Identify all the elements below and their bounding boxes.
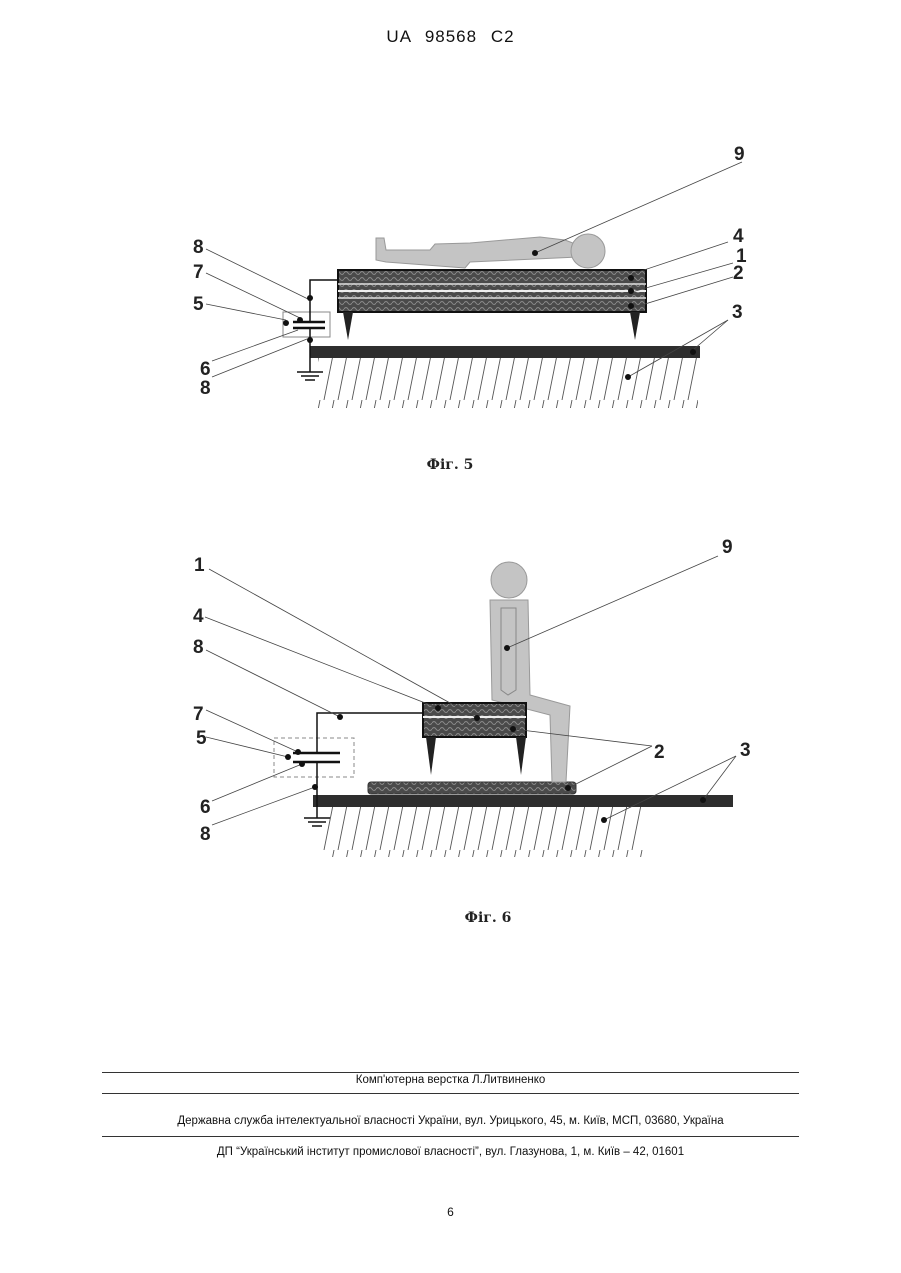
footer-rule-bottom <box>102 1136 799 1137</box>
fig5-label-4: 4 <box>733 226 744 247</box>
stool-leg-right <box>516 737 526 775</box>
fig5-label-2: 2 <box>733 263 744 284</box>
fig5-label-5: 5 <box>193 294 204 315</box>
fig6-caption: Фіг. 6 <box>465 910 512 926</box>
floor-plate-3 <box>310 346 700 358</box>
fig5-label-3: 3 <box>732 302 743 323</box>
fig5-label-8-top: 8 <box>193 237 204 258</box>
layout-credit: Комп'ютерна верстка Л.Литвиненко <box>0 1074 901 1086</box>
fig6-label-9: 9 <box>722 537 733 558</box>
ground-hatching <box>318 358 698 408</box>
fig6-label-3: 3 <box>740 740 751 761</box>
figure-6: 9 1 4 8 7 5 6 8 2 3 Фіг. 6 <box>193 537 751 926</box>
fig6-label-5: 5 <box>196 728 207 749</box>
seated-person-head <box>491 562 527 598</box>
fig5-caption: Фіг. 5 <box>427 457 474 473</box>
foot-mat <box>368 782 576 794</box>
ground-hatching-6 <box>323 807 643 857</box>
footer-rule-top <box>102 1072 799 1073</box>
agency-address: Державна служба інтелектуальної власност… <box>0 1115 901 1127</box>
fig6-label-1: 1 <box>194 555 205 576</box>
fig5-label-7: 7 <box>193 262 204 283</box>
institute-address: ДП “Український інститут промислової вла… <box>0 1146 901 1158</box>
lying-person <box>376 237 578 268</box>
bed-leg-right <box>630 312 640 340</box>
figure-5: 9 8 7 5 6 8 4 1 2 3 Фіг. 5 <box>193 144 747 473</box>
page-number: 6 <box>0 1205 901 1219</box>
lying-person-head <box>571 234 605 268</box>
fig5-label-6: 6 <box>200 359 211 380</box>
stool-leg-left <box>426 737 436 775</box>
fig6-label-2: 2 <box>654 742 665 763</box>
fig6-label-4: 4 <box>193 606 204 627</box>
floor-plate-3-fig6 <box>313 795 733 807</box>
bed-leg-left <box>343 312 353 340</box>
fig5-label-9: 9 <box>734 144 745 165</box>
fig6-label-8-bottom: 8 <box>200 824 211 845</box>
fig6-label-8-top: 8 <box>193 637 204 658</box>
fig5-label-8-bottom: 8 <box>200 378 211 399</box>
footer-rule-middle <box>102 1093 799 1094</box>
fig6-label-7: 7 <box>193 704 204 725</box>
fig6-label-6: 6 <box>200 797 211 818</box>
